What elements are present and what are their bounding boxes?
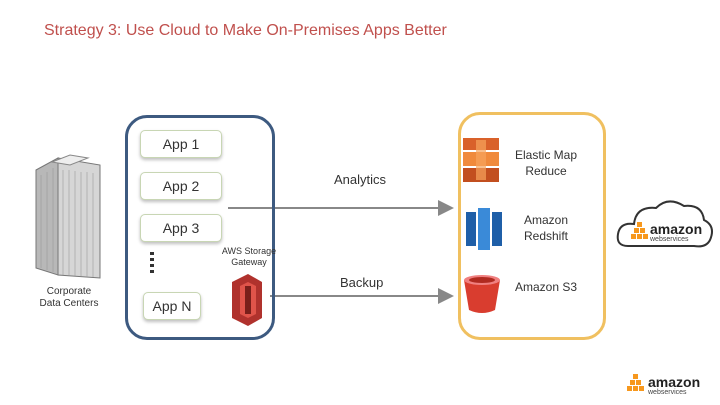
redshift-label-line2: Redshift — [523, 229, 569, 243]
aws-cloud-logo — [616, 200, 713, 248]
aws-footer-logo-sub: webservices — [648, 389, 687, 396]
corporate-label-line2: Data Centers — [39, 298, 99, 309]
aws-logo-cubes — [627, 374, 644, 391]
slide-title: Strategy 3: Use Cloud to Make On-Premise… — [44, 22, 447, 39]
app-2-box[interactable]: App 2 — [140, 172, 222, 200]
app-1-box[interactable]: App 1 — [140, 130, 222, 158]
redshift-icon — [466, 208, 502, 250]
aws-footer-logo-word: amazon — [648, 374, 701, 390]
office-building-icon — [35, 154, 101, 279]
emr-label-line2: Reduce — [525, 164, 567, 178]
more-apps-ellipsis — [150, 252, 154, 273]
storage-gateway-label: AWS Storage Gateway — [214, 246, 284, 268]
s3-label: Amazon S3 — [514, 280, 578, 294]
storage-gateway-icon — [232, 274, 262, 326]
corporate-label-line1: Corporate — [46, 286, 92, 297]
corporate-label: Corporate Data Centers — [30, 286, 108, 310]
storage-gateway-line1: AWS Storage — [221, 246, 277, 256]
redshift-label: Amazon Redshift — [506, 212, 586, 244]
emr-label-line1: Elastic Map — [514, 148, 578, 162]
aws-cloud-box — [458, 112, 606, 340]
aws-cloud-logo-word: amazon — [650, 221, 703, 237]
s3-bucket-icon — [464, 275, 500, 313]
aws-cloud-logo-sub: webservices — [650, 236, 689, 243]
redshift-label-line1: Amazon — [523, 213, 569, 227]
analytics-label: Analytics — [334, 172, 387, 187]
app-3-box[interactable]: App 3 — [140, 214, 222, 242]
backup-label: Backup — [340, 275, 384, 290]
emr-label: Elastic Map Reduce — [506, 147, 586, 179]
on-premises-box — [125, 115, 275, 340]
app-n-box[interactable]: App N — [143, 292, 201, 320]
storage-gateway-line2: Gateway — [231, 257, 267, 267]
elastic-mapreduce-icon — [463, 138, 499, 182]
